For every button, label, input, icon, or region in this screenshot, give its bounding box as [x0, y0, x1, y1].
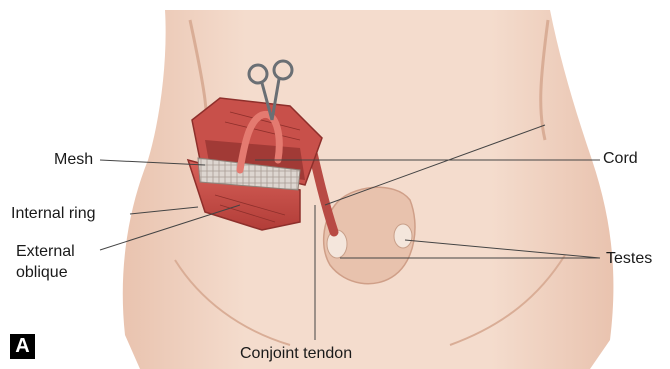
testis-right — [394, 224, 412, 248]
conjoint-tendon-label: Conjoint tendon — [240, 345, 352, 363]
panel-letter-badge: A — [10, 334, 35, 359]
scrotum-shape — [324, 187, 415, 283]
external-oblique-line1: External — [16, 241, 75, 262]
mesh-label: Mesh — [54, 151, 93, 169]
internal-ring-label: Internal ring — [11, 205, 96, 223]
cord-label: Cord — [603, 150, 638, 168]
testes-label: Testes — [606, 250, 652, 268]
external-oblique-label: External oblique — [16, 241, 75, 283]
external-oblique-line2: oblique — [16, 262, 75, 283]
